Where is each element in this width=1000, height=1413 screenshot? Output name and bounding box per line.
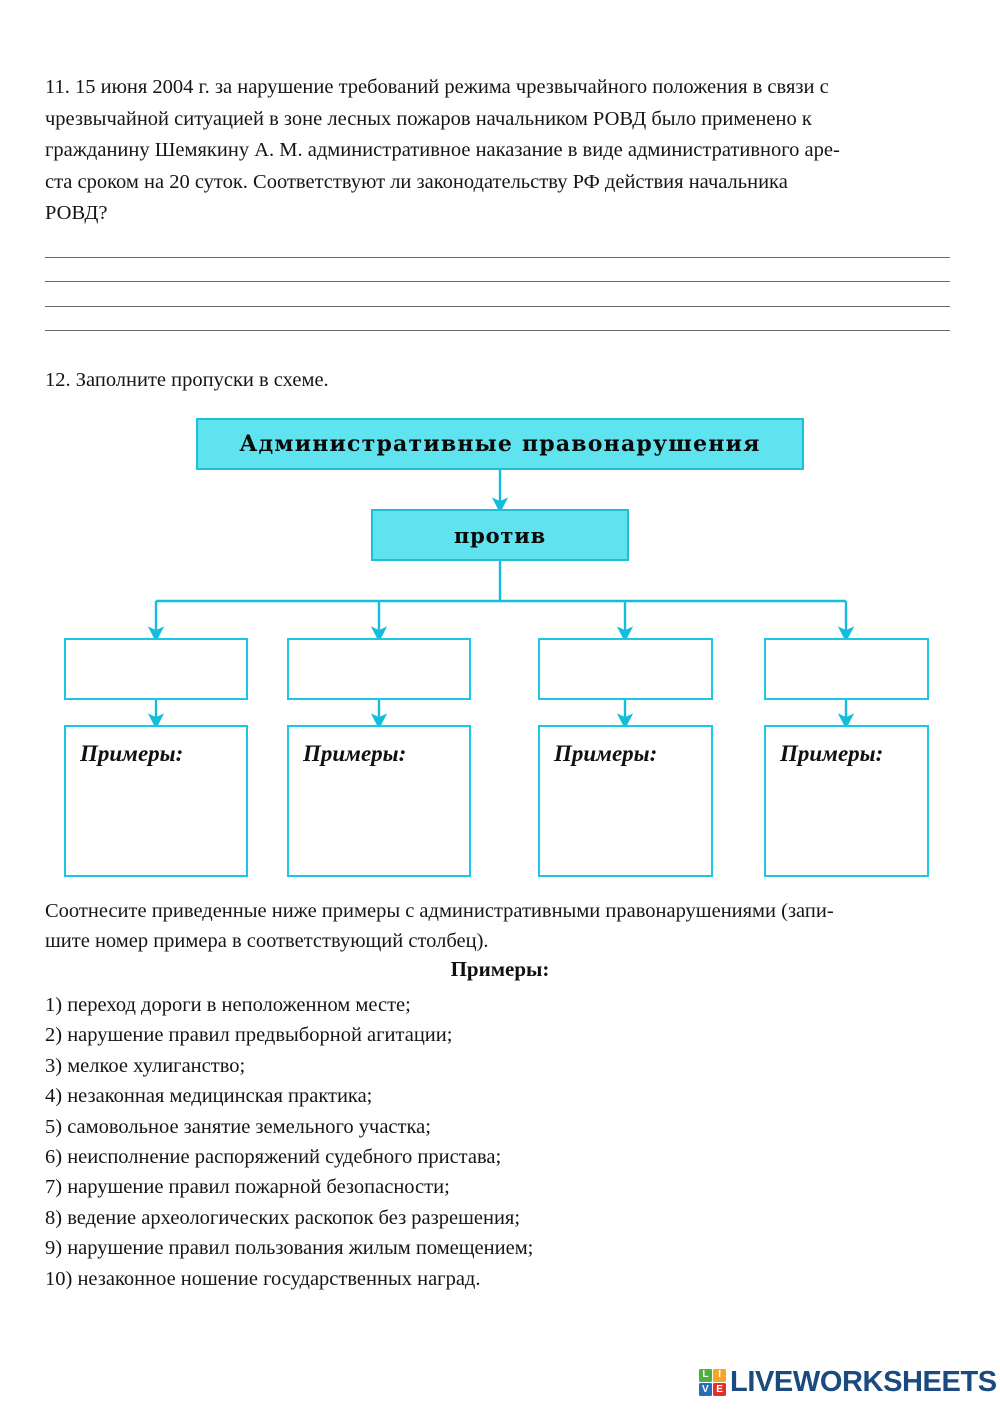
list-item: 4) незаконная медицинская практика;: [45, 1085, 373, 1108]
logo-cell-e: E: [713, 1383, 726, 1396]
question-11-line-1: 11. 15 июня 2004 г. за нарушение требова…: [45, 76, 829, 98]
diagram-examples-box-4[interactable]: Примеры:: [764, 725, 929, 877]
diagram-category-box-3[interactable]: [538, 638, 713, 700]
list-item: 10) незаконное ношение государственных н…: [45, 1267, 481, 1290]
liveworksheets-wordmark: LIVEWORKSHEETS: [730, 1366, 997, 1398]
question-11-line-4: ста сроком на 20 суток. Соответствуют ли…: [45, 170, 788, 193]
examples-box-label: Примеры:: [554, 741, 658, 766]
answer-line[interactable]: [45, 307, 950, 331]
question-11-line-3: гражданину Шемякину А. М. административн…: [45, 139, 840, 161]
matching-line-2: шите номер примера в соответствующий сто…: [45, 930, 489, 952]
liveworksheets-mark-icon: L I V E: [699, 1369, 726, 1396]
question-12-prompt: 12. Заполните пропуски в схеме.: [45, 369, 329, 391]
list-item: 3) мелкое хулиганство;: [45, 1054, 246, 1077]
logo-cell-l: L: [699, 1369, 712, 1382]
examples-box-label: Примеры:: [780, 741, 884, 766]
matching-line-1: Соотнесите приведенные ниже примеры с ад…: [45, 900, 834, 922]
list-item: 9) нарушение правил пользования жилым по…: [45, 1237, 534, 1260]
question-11-answer-area[interactable]: [45, 233, 950, 331]
answer-line[interactable]: [45, 233, 950, 258]
list-item: 6) неисполнение распоряжений судебного п…: [45, 1146, 502, 1169]
list-item: 2) нарушение правил предвыборной агитаци…: [45, 1024, 453, 1047]
answer-line[interactable]: [45, 258, 950, 282]
examples-box-label: Примеры:: [303, 741, 407, 766]
diagram-category-box-4[interactable]: [764, 638, 929, 700]
diagram-category-box-1[interactable]: [64, 638, 248, 700]
list-item: 1) переход дороги в неположенном месте;: [45, 994, 411, 1016]
diagram-examples-box-3[interactable]: Примеры:: [538, 725, 713, 877]
examples-heading: Примеры:: [450, 957, 550, 981]
question-11-line-2: чрезвычайной ситуацией в зоне лесных пож…: [45, 107, 812, 130]
scheme-diagram: Административные правонарушения против П…: [0, 405, 1000, 885]
answer-line[interactable]: [45, 282, 950, 307]
logo-cell-v: V: [699, 1383, 712, 1396]
examples-box-label: Примеры:: [80, 741, 184, 766]
question-11-text: 11. 15 июня 2004 г. за нарушение требова…: [45, 72, 950, 230]
list-item: 8) ведение археологических раскопок без …: [45, 1206, 521, 1229]
list-item: 5) самовольное занятие земельного участк…: [45, 1115, 431, 1138]
examples-list: 1) переход дороги в неположенном месте; …: [45, 990, 745, 1294]
liveworksheets-logo[interactable]: L I V E LIVEWORKSHEETS: [699, 1368, 997, 1397]
diagram-root-label: Административные правонарушения: [239, 431, 761, 457]
list-item: 7) нарушение правил пожарной безопасност…: [45, 1176, 450, 1199]
diagram-sub-label: против: [453, 522, 547, 548]
diagram-sub-box: против: [371, 509, 629, 561]
diagram-examples-box-2[interactable]: Примеры:: [287, 725, 471, 877]
diagram-category-box-2[interactable]: [287, 638, 471, 700]
diagram-root-box: Административные правонарушения: [196, 418, 804, 470]
logo-cell-i: I: [713, 1369, 726, 1382]
diagram-examples-box-1[interactable]: Примеры:: [64, 725, 248, 877]
matching-instructions: Соотнесите приведенные ниже примеры с ад…: [45, 896, 950, 956]
diagram-connectors: [147, 470, 855, 730]
question-11-line-5: РОВД?: [45, 202, 108, 224]
